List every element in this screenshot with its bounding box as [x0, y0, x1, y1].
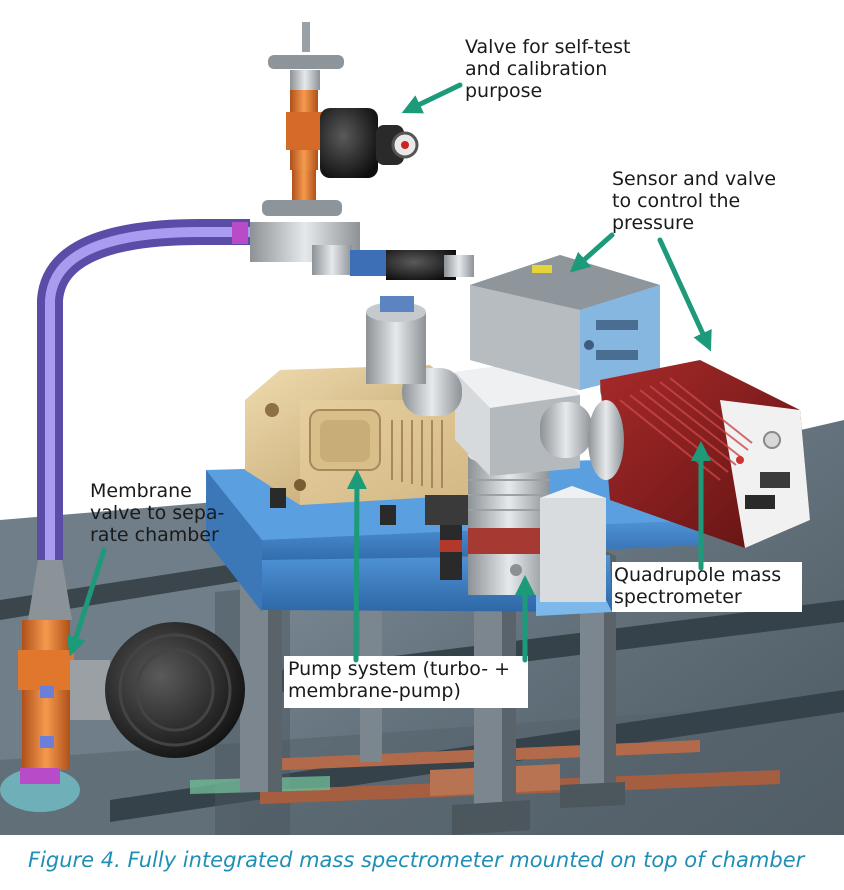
label-line: Pump system (turbo- + [288, 658, 511, 680]
label-line: Quadrupole mass [614, 564, 782, 586]
label-line: Valve for self-test [465, 36, 631, 58]
label-line: membrane-pump) [288, 680, 461, 702]
label-valve-self-test: Valve for self-test and calibration purp… [465, 36, 630, 102]
label-line: Sensor and valve [612, 168, 777, 190]
label-line: valve to sepa- [90, 502, 225, 524]
pump-label-background [284, 656, 528, 708]
label-line: rate chamber [90, 524, 219, 546]
label-line: pressure [612, 212, 695, 234]
arrow-valve-self-test [401, 82, 463, 114]
pressure-sensor-box [470, 255, 660, 390]
calibration-valve-column [250, 22, 474, 280]
label-line: spectrometer [614, 586, 742, 608]
small-solenoid-valve [425, 495, 473, 580]
label-pump-system: Pump system (turbo- + membrane-pump) [288, 658, 510, 702]
vacuum-cross-block [366, 296, 648, 476]
arrow-sensor-box [569, 232, 615, 273]
quadrupole-label-background [612, 562, 802, 612]
turbo-pump [468, 445, 606, 602]
membrane-valve-assembly [0, 620, 245, 812]
purple-sampling-pipe [28, 219, 250, 620]
label-sensor-valve: Sensor and valve to control the pressure [612, 168, 776, 234]
arrow-sensor-valve [657, 237, 712, 352]
label-line: to control the [612, 190, 741, 212]
label-line: and calibration [465, 58, 608, 80]
callout-arrows [66, 82, 712, 663]
label-line: purpose [465, 80, 543, 102]
label-quadrupole: Quadrupole mass spectrometer [614, 564, 781, 608]
arrow-membrane-valve [66, 547, 107, 657]
label-line: Membrane [90, 480, 192, 502]
label-membrane-valve: Membrane valve to sepa- rate chamber [90, 480, 224, 546]
arrow-pump-system [346, 469, 367, 663]
figure-caption: Figure 4. Fully integrated mass spectrom… [28, 848, 805, 872]
